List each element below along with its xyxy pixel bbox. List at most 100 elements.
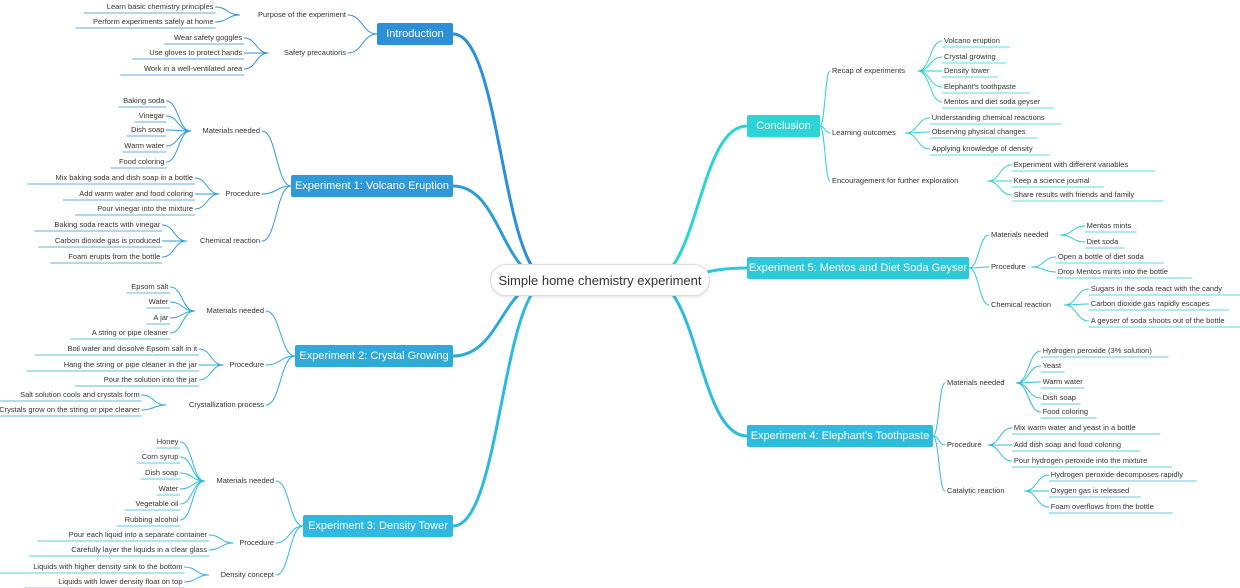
leaf-item[interactable]: Hydrogen peroxide (3% solution): [1042, 346, 1152, 355]
branch-introduction[interactable]: Introduction: [377, 23, 453, 45]
group-procedure[interactable]: Procedure: [225, 189, 260, 198]
leaf-item[interactable]: Mix baking soda and dish soap in a bottl…: [55, 173, 194, 182]
leaf-link: [1016, 382, 1042, 413]
leaf-item[interactable]: Dish soap: [131, 125, 165, 134]
leaf-item[interactable]: Pour the solution into the jar: [103, 375, 198, 384]
branch-experiment-3-density-tower[interactable]: Experiment 3: Density Tower: [303, 515, 453, 537]
group-purpose-of-the-experiment[interactable]: Purpose of the experiment: [258, 10, 346, 19]
leaf-item[interactable]: Learn basic chemistry principles: [106, 2, 214, 11]
leaf-item[interactable]: Dish soap: [145, 468, 179, 477]
leaf-item[interactable]: Diet soda: [1086, 237, 1119, 246]
group-chemical-reaction[interactable]: Chemical reaction: [991, 300, 1052, 309]
leaf-item[interactable]: Observing physical changes: [931, 127, 1026, 136]
leaf-item[interactable]: Drop Mentos mints into the bottle: [1057, 267, 1168, 276]
leaf-item[interactable]: Water: [158, 484, 179, 493]
group-procedure[interactable]: Procedure: [239, 538, 274, 547]
leaf-item[interactable]: Food coloring: [1042, 407, 1089, 416]
leaf-item[interactable]: Elephant's toothpaste: [944, 82, 1016, 91]
leaf-item[interactable]: Hydrogen peroxide decomposes rapidly: [1050, 470, 1183, 479]
leaf-item[interactable]: Understanding chemical reactions: [931, 113, 1045, 122]
leaf-item[interactable]: Dish soap: [1042, 393, 1076, 402]
group-materials-needed[interactable]: Materials needed: [991, 230, 1049, 239]
leaf-link: [1060, 234, 1086, 243]
leaf-item[interactable]: Boil water and dissolve Epsom salt in it: [67, 344, 198, 353]
group-materials-needed[interactable]: Materials needed: [206, 306, 264, 315]
group-procedure[interactable]: Procedure: [947, 440, 982, 449]
leaf-item[interactable]: Experiment with different variables: [1013, 160, 1129, 169]
leaf-item[interactable]: Crystals grow on the string or pipe clea…: [0, 405, 140, 414]
leaf-item[interactable]: Baking soda: [123, 96, 165, 105]
leaf-item[interactable]: Liquids with lower density float on top: [58, 577, 183, 586]
group-crystallization-process[interactable]: Crystallization process: [188, 400, 264, 409]
leaf-item[interactable]: Vegetable oil: [135, 499, 179, 508]
leaf-item[interactable]: Sugars in the soda react with the candy: [1090, 284, 1223, 293]
leaf-item[interactable]: Foam overflows from the bottle: [1050, 502, 1154, 511]
branch-experiment-2-crystal-growing[interactable]: Experiment 2: Crystal Growing: [295, 345, 453, 367]
branch-experiment-4-elephant-s-toothpaste[interactable]: Experiment 4: Elephant's Toothpaste: [747, 425, 933, 447]
leaf-item[interactable]: Add warm water and food coloring: [79, 189, 194, 198]
leaf-item[interactable]: Pour hydrogen peroxide into the mixture: [1013, 456, 1148, 465]
leaf-item[interactable]: Yeast: [1042, 361, 1062, 370]
leaf-item[interactable]: Pour each liquid into a separate contain…: [68, 530, 208, 539]
group-catalytic-reaction[interactable]: Catalytic reaction: [947, 486, 1005, 495]
leaf-item[interactable]: Crystal growing: [944, 52, 996, 61]
leaf-item[interactable]: Applying knowledge of density: [931, 144, 1033, 153]
branch-link-experiment-4-elephant-s-toothpaste: [648, 278, 749, 438]
group-learning-outcomes[interactable]: Learning outcomes: [832, 128, 896, 137]
leaf-item[interactable]: Salt solution cools and crystals form: [20, 390, 140, 399]
group-materials-needed[interactable]: Materials needed: [947, 378, 1005, 387]
branch-conclusion[interactable]: Conclusion: [747, 115, 820, 137]
leaf-item[interactable]: Work in a well-ventilated area: [143, 64, 243, 73]
leaf-item[interactable]: Rubbing alcohol: [124, 515, 179, 524]
leaf-item[interactable]: Baking soda reacts with vinegar: [54, 220, 161, 229]
leaf-item[interactable]: Keep a science journal: [1013, 176, 1090, 185]
leaf-item[interactable]: Add dish soap and food coloring: [1013, 440, 1122, 449]
root-topic[interactable]: Simple home chemistry experiment: [490, 264, 710, 296]
group-encouragement-for-further-exploration[interactable]: Encouragement for further exploration: [832, 176, 959, 185]
leaf-item[interactable]: Food coloring: [118, 157, 165, 166]
group-procedure[interactable]: Procedure: [991, 262, 1026, 271]
leaf-item[interactable]: Foam erupts from the bottle: [68, 252, 161, 261]
leaf-item[interactable]: Water: [148, 297, 169, 306]
group-recap-of-experiments[interactable]: Recap of experiments: [832, 66, 905, 75]
leaf-item[interactable]: A string or pipe cleaner: [91, 328, 169, 337]
leaf-item[interactable]: Volcano eruption: [944, 36, 1000, 45]
leaf-item[interactable]: Share results with friends and family: [1013, 190, 1135, 199]
leaf-item[interactable]: Honey: [156, 437, 179, 446]
leaf-item[interactable]: A geyser of soda shoots out of the bottl…: [1090, 316, 1225, 325]
branch-experiment-1-volcano-eruption[interactable]: Experiment 1: Volcano Eruption: [291, 175, 453, 197]
group-chemical-reaction[interactable]: Chemical reaction: [199, 236, 260, 245]
leaf-item[interactable]: Mentos and diet soda geyser: [944, 97, 1041, 106]
leaf-item[interactable]: Perform experiments safely at home: [93, 17, 214, 26]
group-procedure[interactable]: Procedure: [229, 360, 264, 369]
branch-experiment-5-mentos-and-diet-soda-geyser[interactable]: Experiment 5: Mentos and Diet Soda Geyse…: [747, 257, 969, 279]
leaf-item[interactable]: Mix warm water and yeast in a bottle: [1013, 423, 1136, 432]
group-safety-precautions[interactable]: Safety precautions: [283, 48, 346, 57]
leaf-item[interactable]: Oxygen gas is released: [1050, 486, 1130, 495]
leaf-item[interactable]: Use gloves to protect hands: [149, 48, 243, 57]
leaf-item[interactable]: Carefully layer the liquids in a clear g…: [71, 545, 208, 554]
leaf-link: [1064, 288, 1090, 306]
leaf-item[interactable]: Density tower: [944, 66, 990, 75]
leaf-item[interactable]: Wear safety goggles: [173, 33, 243, 42]
leaf-item[interactable]: A jar: [153, 313, 169, 322]
group-materials-needed[interactable]: Materials needed: [202, 126, 260, 135]
group-link-materials-needed: [968, 234, 990, 269]
leaf-item[interactable]: Carbon dioxide gas rapidly escapes: [1090, 299, 1210, 308]
leaf-item[interactable]: Carbon dioxide gas is produced: [54, 236, 161, 245]
leaf-item[interactable]: Open a bottle of diet soda: [1057, 252, 1144, 261]
leaf-item[interactable]: Liquids with higher density sink to the …: [33, 562, 183, 571]
leaf-item[interactable]: Hang the string or pipe cleaner in the j…: [63, 360, 198, 369]
leaf-item[interactable]: Epsom salt: [131, 282, 169, 291]
group-link-recap-of-experiments: [819, 70, 831, 127]
leaf-item[interactable]: Warm water: [124, 141, 165, 150]
leaf-item[interactable]: Vinegar: [138, 111, 165, 120]
group-materials-needed[interactable]: Materials needed: [216, 476, 274, 485]
leaf-item[interactable]: Corn syrup: [141, 452, 179, 461]
leaf-item[interactable]: Warm water: [1042, 377, 1083, 386]
group-density-concept[interactable]: Density concept: [220, 570, 274, 579]
leaf-link: [141, 404, 167, 411]
leaf-item[interactable]: Mentos mints: [1086, 221, 1132, 230]
leaf-item[interactable]: Pour vinegar into the mixture: [97, 204, 194, 213]
